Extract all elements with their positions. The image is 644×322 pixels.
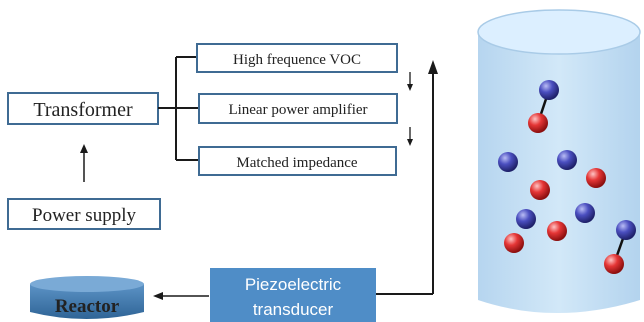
arrow-up-icon: [428, 60, 438, 74]
power-supply-box: Power supply: [7, 198, 161, 230]
feedback-arrow: [376, 60, 438, 295]
transducer-box: Piezoelectric transducer: [210, 268, 376, 322]
molecule-icon: [498, 80, 636, 274]
bracket-connector: [158, 56, 199, 161]
arrow-up-icon: [80, 144, 88, 182]
arrow-down-icon: [407, 127, 413, 146]
reactor-label: Reactor: [55, 296, 120, 317]
reactor-cylinder: Reactor: [30, 276, 144, 319]
amplifier-box: Linear power amplifier: [198, 93, 398, 124]
voc-label: High frequence VOC: [233, 52, 361, 68]
transducer-label-line2: transducer: [253, 300, 334, 319]
impedance-label: Matched impedance: [236, 155, 358, 171]
amplifier-label: Linear power amplifier: [228, 102, 367, 118]
power-supply-label: Power supply: [32, 205, 136, 226]
voc-box: High frequence VOC: [196, 43, 398, 73]
transformer-label: Transformer: [33, 99, 133, 121]
impedance-box: Matched impedance: [198, 146, 397, 176]
transducer-label-line1: Piezoelectric: [245, 275, 342, 294]
arrow-left-icon: [153, 292, 209, 300]
arrow-down-icon: [407, 72, 413, 91]
transformer-box: Transformer: [7, 92, 159, 125]
